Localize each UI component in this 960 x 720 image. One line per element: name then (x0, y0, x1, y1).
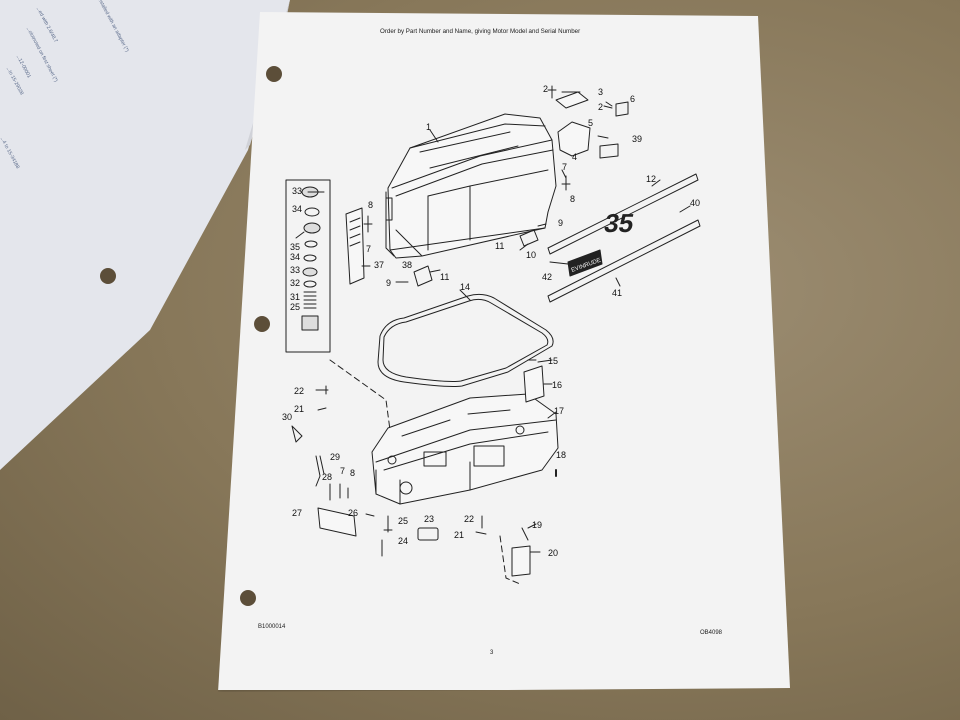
page-code-left: B1000014 (258, 624, 286, 630)
callout-38: 38 (402, 260, 412, 270)
brand-decal (567, 249, 603, 277)
part-6 (615, 101, 629, 117)
stripe-decal-41 (547, 219, 701, 303)
callout-32: 32 (290, 278, 300, 288)
callout-14: 14 (460, 282, 470, 292)
part-20 (511, 545, 531, 577)
callout-39: 39 (632, 134, 642, 144)
callout-20: 20 (548, 548, 558, 558)
callout-23: 23 (424, 514, 434, 524)
callout-17: 17 (554, 406, 564, 416)
grommet-stack (301, 186, 321, 331)
callout-31: 31 (290, 292, 300, 302)
callout-30: 30 (282, 412, 292, 422)
callout-21: 21 (454, 530, 464, 540)
decal-39 (599, 143, 619, 159)
callout-25: 25 (290, 302, 300, 312)
lower-motor-pan (371, 393, 559, 505)
part-16 (523, 365, 545, 403)
part-23 (417, 527, 439, 541)
callout-29: 29 (330, 452, 340, 462)
callout-27: 27 (292, 508, 302, 518)
part-3 (555, 91, 589, 109)
hood-seal (377, 293, 554, 387)
callout-2: 2 (543, 84, 548, 94)
callout-6: 6 (630, 94, 635, 104)
callout-7: 7 (340, 466, 345, 476)
callout-42: 42 (542, 272, 552, 282)
callout-34: 34 (290, 252, 300, 262)
callout-16: 16 (552, 380, 562, 390)
callout-41: 41 (612, 288, 622, 298)
callout-22: 22 (464, 514, 474, 524)
punch-hole (266, 66, 282, 82)
callout-24: 24 (398, 536, 408, 546)
punch-hole (254, 316, 270, 332)
callout-26: 26 (348, 508, 358, 518)
callout-10: 10 (526, 250, 536, 260)
callout-4: 4 (572, 152, 577, 162)
callout-12: 12 (646, 174, 656, 184)
page-code-right: OB4098 (700, 630, 723, 636)
callout-21: 21 (294, 404, 304, 414)
callout-8: 8 (570, 194, 575, 204)
callout-25: 25 (398, 516, 408, 526)
callout-33: 33 (292, 186, 302, 196)
callout-18: 18 (556, 450, 566, 460)
callout-9: 9 (386, 278, 391, 288)
model-decal-number: 35 (602, 208, 636, 238)
part-27 (317, 507, 357, 537)
callout-40: 40 (690, 198, 700, 208)
callout-35: 35 (290, 242, 300, 252)
callout-9: 9 (558, 218, 563, 228)
callout-3: 3 (598, 87, 603, 97)
callout-7: 7 (562, 162, 567, 172)
stripe-decal-12 (547, 173, 699, 255)
punch-hole (240, 590, 256, 606)
page-number: 3 (490, 650, 494, 656)
callout-15: 15 (548, 356, 558, 366)
callout-2: 2 (598, 102, 603, 112)
parts-kit-box (285, 179, 331, 353)
callout-11: 11 (495, 241, 504, 251)
hinge-bracket (345, 207, 365, 285)
callout-37: 37 (374, 260, 384, 270)
callout-1: 1 (426, 122, 431, 132)
callout-33: 33 (290, 265, 300, 275)
callout-11: 11 (440, 272, 449, 282)
callout-5: 5 (588, 118, 593, 128)
part-5 (557, 121, 591, 157)
callout-19: 19 (532, 520, 542, 530)
callout-7: 7 (366, 244, 371, 254)
callout-34: 34 (292, 204, 302, 214)
callout-8: 8 (350, 468, 355, 478)
callout-28: 28 (322, 472, 332, 482)
callout-8: 8 (368, 200, 373, 210)
motor-cover (385, 113, 557, 259)
part-38 (413, 265, 433, 287)
page-header: Order by Part Number and Name, giving Mo… (380, 28, 581, 35)
callout-22: 22 (294, 386, 304, 396)
